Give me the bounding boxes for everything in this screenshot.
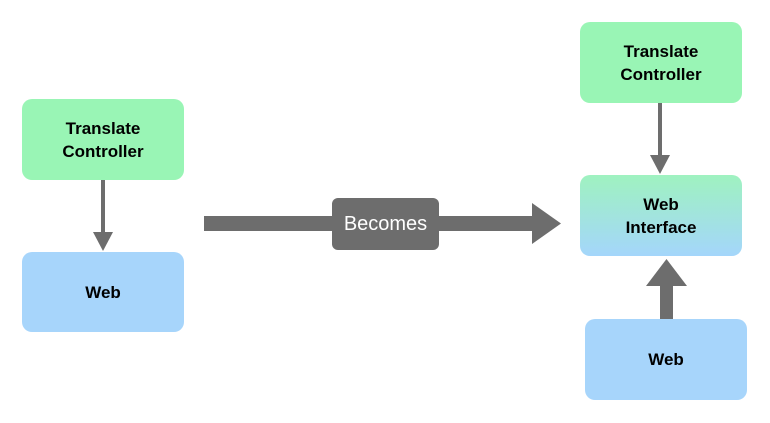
becomes-arrow-head bbox=[532, 203, 561, 244]
right-web-interface-node: Web Interface bbox=[580, 175, 742, 256]
right-translate-controller-label: Translate Controller bbox=[620, 41, 702, 84]
left-translate-controller-node: Translate Controller bbox=[22, 99, 184, 180]
right-web-label: Web bbox=[648, 350, 684, 369]
right-bottom-arrow-head bbox=[646, 259, 687, 286]
left-translate-controller-label: Translate Controller bbox=[62, 118, 144, 161]
right-bottom-arrow-shaft bbox=[660, 283, 673, 319]
becomes-label-box: Becomes bbox=[332, 198, 439, 250]
right-top-connector-arrowhead bbox=[650, 155, 670, 174]
left-connector-arrowhead bbox=[93, 232, 113, 251]
left-web-label: Web bbox=[85, 282, 121, 302]
left-web-node: Web bbox=[22, 252, 184, 332]
right-translate-controller-node: Translate Controller bbox=[580, 22, 742, 103]
right-web-interface-label: Web Interface bbox=[625, 194, 697, 237]
right-web-node: Web bbox=[585, 319, 747, 400]
becomes-label-text: Becomes bbox=[343, 212, 428, 235]
